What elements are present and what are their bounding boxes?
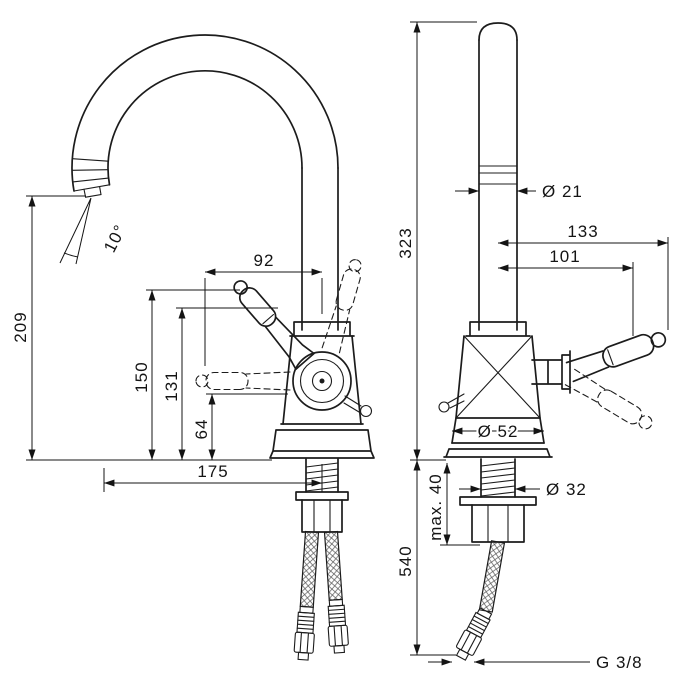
hose-connector xyxy=(293,605,315,661)
body-cone-side xyxy=(282,335,362,425)
dim-stream-angle: 10° xyxy=(59,197,132,265)
dim-lever-low-height-label: 64 xyxy=(192,419,211,440)
dim-shank-diameter: Ø 32 xyxy=(459,478,588,501)
mounting-shank-front xyxy=(459,458,537,543)
hose-connector xyxy=(455,607,493,661)
lever-handle-side-alt-up xyxy=(321,259,362,354)
spout-riser xyxy=(301,167,339,331)
dim-lever-height: 131 xyxy=(160,307,278,460)
supply-hose-right xyxy=(323,530,349,654)
front-view: 323 Ø 21 133 101 Ø 52 Ø 32 xyxy=(394,21,669,674)
dim-spout-reach: 175 xyxy=(103,460,323,492)
dim-handle-reach-open: 133 xyxy=(498,220,669,330)
supply-hose-left xyxy=(293,530,320,661)
supply-hose-front xyxy=(455,540,506,661)
dim-spout-height-label: 209 xyxy=(11,311,30,342)
dim-lever-tip-height: 150 xyxy=(130,289,240,460)
valve-cartridge xyxy=(292,351,352,411)
dim-height-above-deck: 323 xyxy=(394,21,477,460)
lever-handle-front-alt xyxy=(564,368,653,430)
dim-lever-low-height: 64 xyxy=(190,393,288,460)
spout-arc xyxy=(71,34,339,198)
dim-pipe-diameter: Ø 21 xyxy=(455,180,584,203)
aerator-nozzle xyxy=(83,186,102,198)
dim-hose-length-label: 540 xyxy=(396,545,415,576)
dim-base-diameter-label: Ø 52 xyxy=(478,422,519,441)
dim-lever-height-label: 131 xyxy=(162,370,181,401)
dim-max-deck-thickness: max. 40 xyxy=(424,463,480,546)
lever-handle-side-alt-left xyxy=(195,371,291,391)
dim-pipe-diameter-label: Ø 21 xyxy=(542,182,583,201)
temperature-pin-side xyxy=(343,395,373,418)
dim-spout-height: 209 xyxy=(9,195,86,460)
dim-hose-thread-label: G 3/8 xyxy=(596,653,643,672)
temperature-pin-front xyxy=(438,393,465,413)
handle-boss xyxy=(531,350,571,394)
dim-base-diameter: Ø 52 xyxy=(452,420,544,443)
side-view: 209 10° 92 150 131 64 xyxy=(9,34,375,661)
dim-lever-tip-height-label: 150 xyxy=(132,361,151,392)
dim-hose-thread: G 3/8 xyxy=(428,651,644,674)
dim-handle-reach: 101 xyxy=(498,245,634,336)
base-escutcheon-front xyxy=(443,442,553,458)
spout-pipe-front xyxy=(478,22,518,331)
dim-height-above-deck-label: 323 xyxy=(396,227,415,258)
dim-lever-reach-label: 92 xyxy=(254,251,275,270)
dim-max-deck-thickness-label: max. 40 xyxy=(426,473,445,540)
dim-hose-length: 540 xyxy=(394,460,456,656)
dim-shank-diameter-label: Ø 32 xyxy=(546,480,587,499)
dim-lever-reach: 92 xyxy=(204,249,323,366)
hose-connector xyxy=(327,598,349,654)
lever-handle-front xyxy=(565,332,667,383)
body-collar-side xyxy=(289,321,355,337)
base-escutcheon-side xyxy=(269,423,375,459)
dim-handle-reach-label: 101 xyxy=(549,247,580,266)
lever-handle-side xyxy=(233,280,315,371)
dim-spout-reach-label: 175 xyxy=(197,462,228,481)
body-collar-front xyxy=(465,321,531,337)
dim-stream-angle-label: 10° xyxy=(100,221,130,255)
dim-handle-reach-open-label: 133 xyxy=(567,222,598,241)
